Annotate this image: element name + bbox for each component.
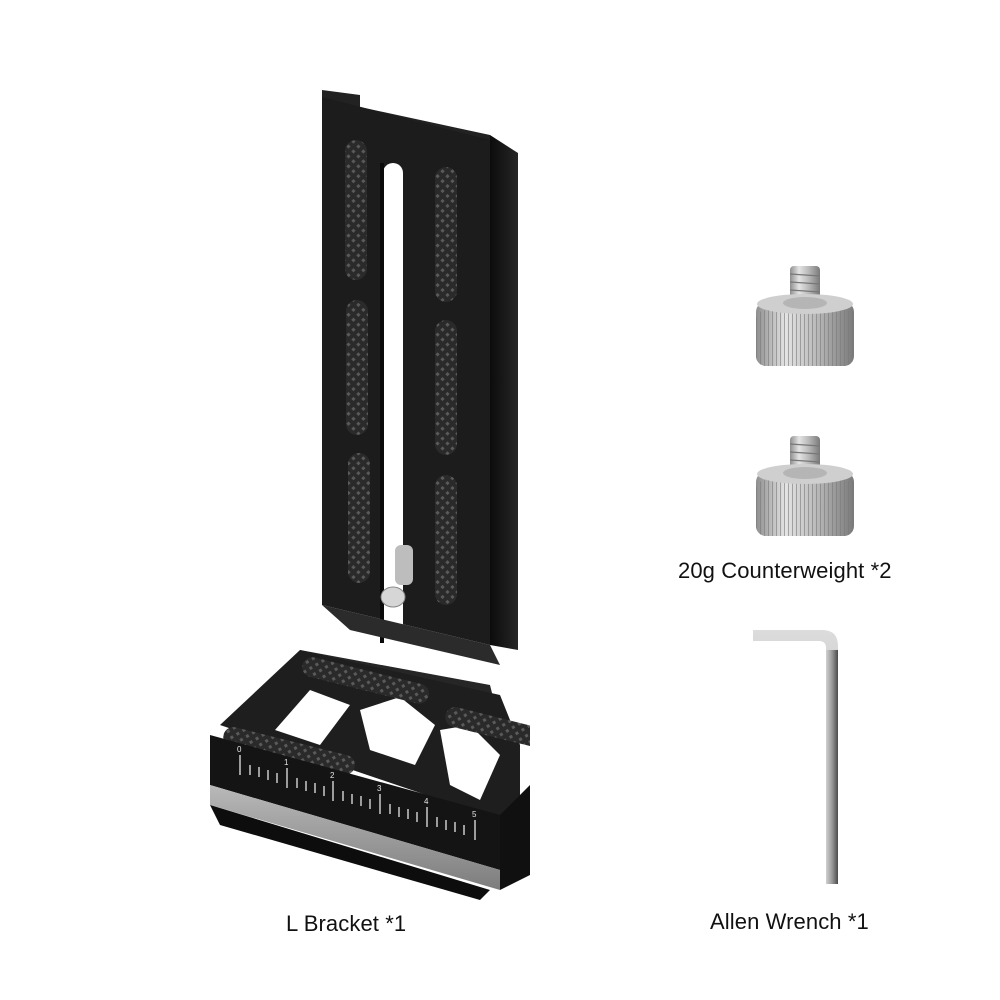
- counterweight-top-image: [752, 262, 858, 372]
- allen-wrench-icon: [753, 630, 838, 884]
- counterweight-label: 20g Counterweight *2: [678, 558, 892, 583]
- counterweight-bottom-image: [752, 432, 858, 542]
- allen-wrench-label: Allen Wrench *1: [710, 909, 869, 934]
- ruler-label-3: 3: [377, 784, 382, 793]
- l-bracket-graphic: 0 1 2 3 4 5: [210, 90, 530, 900]
- l-bracket-image: 0 1 2 3 4 5: [200, 85, 530, 905]
- ruler-label-1: 1: [284, 758, 289, 767]
- allen-wrench-image: [750, 626, 850, 888]
- ruler-label-0: 0: [237, 745, 242, 754]
- ruler-label-5: 5: [472, 810, 477, 819]
- ruler-label-4: 4: [424, 797, 429, 806]
- counterweight-icon: [756, 266, 854, 366]
- counterweight-icon: [756, 436, 854, 536]
- ruler-label-2: 2: [330, 771, 335, 780]
- slot-screw-icon: [380, 545, 413, 608]
- l-bracket-label: L Bracket *1: [286, 911, 407, 936]
- ruler-scale: [239, 755, 476, 840]
